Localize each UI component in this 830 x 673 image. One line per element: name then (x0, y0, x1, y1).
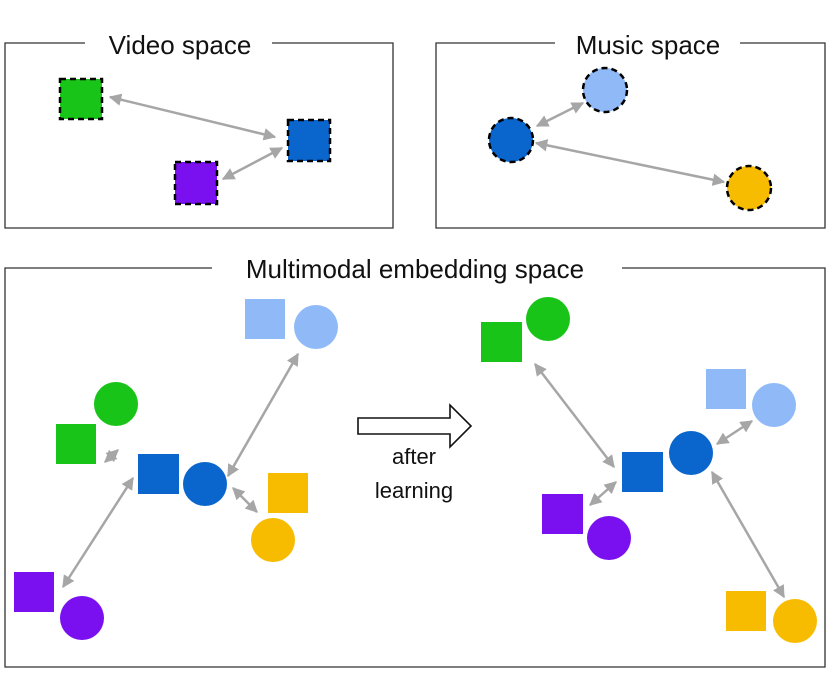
after-music-yellow (773, 599, 817, 643)
before-arrow-blue-yellow (232, 487, 258, 513)
before-video-purple (14, 572, 54, 612)
music-arrow-blue-lightblue (535, 101, 585, 128)
before-arrow-blue-lightblue (226, 352, 300, 478)
video-arrow-blue-green (108, 93, 277, 141)
video-item-blue (286, 118, 332, 163)
multimodal-panel-border (4, 267, 826, 668)
music-panel-title: Music space (576, 30, 721, 60)
before-music-purple (60, 596, 104, 640)
before-music-yellow (251, 518, 295, 562)
multimodal-space-panel: Multimodal embedding space after learnin… (4, 254, 826, 668)
after-music-green (526, 297, 570, 341)
after-arrow-blue-purple (589, 481, 617, 506)
after-music-purple (587, 516, 631, 560)
before-music-light-blue (294, 305, 338, 349)
after-video-purple (542, 494, 583, 534)
after-music-light-blue (752, 383, 796, 427)
before-video-green (56, 424, 96, 464)
music-space-panel: Music space (435, 30, 826, 229)
music-arrow-blue-yellow (534, 139, 726, 186)
music-panel-border (435, 42, 826, 229)
video-item-purple (173, 160, 219, 206)
before-music-blue (183, 462, 227, 506)
video-arrow-blue-purple (221, 146, 284, 181)
after-video-blue (622, 452, 663, 492)
music-item-yellow (725, 164, 773, 212)
after-video-green (481, 322, 522, 362)
music-item-blue (487, 116, 535, 164)
before-music-green (94, 382, 138, 426)
before-arrow-blue-purple (61, 476, 135, 589)
video-item-green (58, 77, 104, 121)
transition-label-line2: learning (375, 478, 453, 503)
before-arrow-blue-green (104, 449, 119, 463)
before-video-yellow (268, 473, 308, 513)
before-video-light-blue (245, 299, 285, 339)
hollow-right-arrow-icon (357, 403, 473, 449)
after-video-light-blue (706, 369, 746, 409)
video-space-panel: Video space (4, 30, 394, 229)
video-panel-title: Video space (109, 30, 252, 60)
video-panel-border (4, 42, 394, 229)
transition-label-line1: after (392, 444, 436, 469)
after-video-yellow (726, 591, 766, 631)
after-arrow-blue-lightblue (715, 419, 754, 446)
music-item-light-blue (581, 66, 629, 114)
before-video-blue (138, 454, 179, 494)
after-arrow-blue-green (534, 363, 615, 468)
after-music-blue (669, 431, 713, 475)
after-arrow-blue-yellow (710, 470, 786, 599)
multimodal-panel-title: Multimodal embedding space (246, 254, 584, 284)
